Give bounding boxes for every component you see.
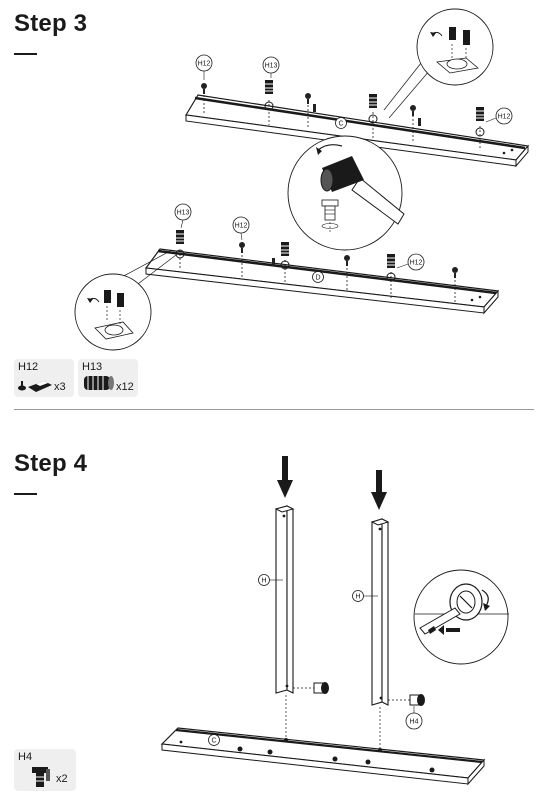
dowel-icon: [84, 376, 114, 390]
svg-text:H13: H13: [177, 210, 190, 217]
callout-h12: H12: [396, 253, 425, 271]
side-panel-h-right: [370, 518, 390, 706]
panel-label-d: D: [312, 271, 324, 283]
svg-text:C: C: [338, 121, 343, 128]
svg-text:D: D: [315, 275, 320, 282]
callout-h12: H12: [485, 107, 513, 125]
svg-text:H13: H13: [265, 63, 278, 70]
h13-dowel: [368, 93, 378, 109]
part-code: H13: [82, 361, 103, 373]
callout-h13: H13: [174, 203, 192, 229]
connector-icon: [32, 767, 50, 787]
svg-text:H: H: [261, 578, 266, 585]
bottom-panel-c: [160, 727, 486, 786]
h13-dowel: [475, 106, 485, 122]
parts-box-h4: H4 x2: [14, 749, 76, 791]
step-divider: [14, 409, 534, 410]
svg-text:H12: H12: [498, 114, 511, 121]
h13-dowel: [175, 229, 185, 245]
down-arrow-icon: [371, 470, 387, 510]
h4-connector: [313, 682, 329, 694]
parts-box-h12: H12 x3: [14, 359, 74, 397]
part-quantity: x12: [116, 381, 134, 393]
h13-dowel: [386, 253, 396, 269]
part-code: H12: [18, 361, 39, 373]
zoom-detail-cam-lock: [383, 8, 494, 119]
callout-h12: H12: [195, 54, 213, 80]
svg-text:H: H: [355, 594, 360, 601]
step3-title-rule: [14, 53, 37, 55]
h4-connector: [409, 694, 425, 706]
panel-label-h: H: [258, 574, 283, 586]
h13-dowel: [264, 79, 274, 95]
callout-h4: H4: [405, 706, 423, 730]
svg-text:C: C: [211, 738, 216, 745]
zoom-detail-screwdriver: [413, 569, 509, 665]
svg-text:H12: H12: [235, 223, 248, 230]
part-quantity: x3: [54, 381, 66, 393]
zoom-detail-hammer: [287, 135, 405, 251]
part-code: H4: [18, 751, 33, 763]
h12-cam-lock: [201, 83, 207, 94]
down-arrow-icon: [277, 456, 293, 498]
svg-text:H4: H4: [410, 719, 419, 726]
svg-text:H12: H12: [198, 61, 211, 68]
zoom-detail-cam-lock: [74, 249, 177, 351]
cam-lock-icon: [18, 381, 52, 392]
step4-title-rule: [14, 493, 37, 495]
h12-cam-lock: [344, 255, 350, 266]
h12-cam-lock: [239, 242, 245, 253]
panel-label-c: C: [208, 734, 220, 746]
part-quantity: x2: [56, 773, 68, 785]
h13-dowel: [280, 241, 290, 257]
step3-title: Step 3: [14, 10, 88, 37]
step4-title: Step 4: [14, 450, 88, 477]
callout-h12: H12: [232, 216, 250, 241]
h12-cam-lock: [410, 105, 416, 116]
h12-cam-lock: [305, 93, 311, 104]
callout-h13: H13: [262, 56, 280, 78]
h12-cam-lock: [452, 267, 458, 278]
side-panel-h-left: [274, 505, 295, 694]
parts-box-h13: H13 x12: [78, 359, 138, 397]
panel-label-h: H: [352, 590, 378, 602]
panel-label-c: C: [335, 117, 347, 129]
svg-text:H12: H12: [410, 260, 423, 267]
